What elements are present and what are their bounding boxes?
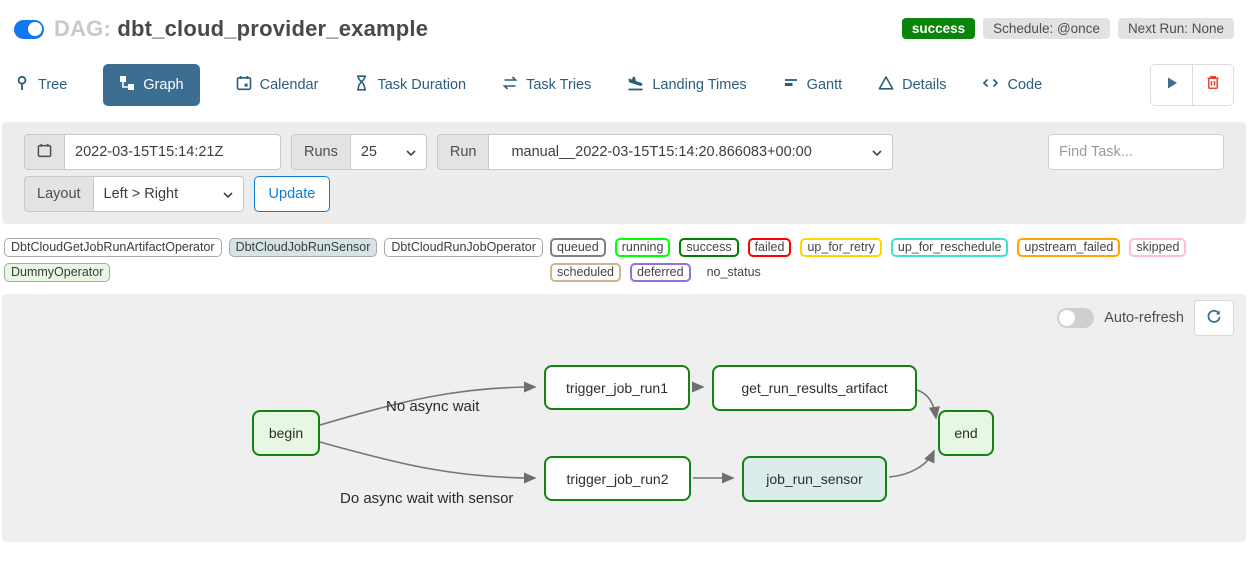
trigger-dag-button[interactable] (1151, 65, 1192, 105)
repeat-icon (502, 75, 518, 95)
tab-task-duration[interactable]: Task Duration (354, 64, 466, 106)
layout-select[interactable]: Left > Right (93, 176, 244, 212)
tab-label: Landing Times (652, 77, 747, 93)
delete-dag-button[interactable] (1192, 65, 1233, 105)
base-date-calendar-button[interactable] (24, 134, 65, 170)
operator-badge[interactable]: DbtCloudJobRunSensor (228, 238, 378, 257)
tab-tree[interactable]: Tree (14, 64, 67, 106)
legend: DbtCloudGetJobRunArtifactOperator DbtClo… (4, 238, 1244, 282)
task-node-begin[interactable]: begin (252, 410, 320, 456)
calendar-icon (236, 75, 252, 95)
graph-icon (119, 75, 135, 95)
tab-label: Task Tries (526, 77, 592, 93)
run-label: Run (436, 134, 490, 170)
tab-details[interactable]: Details (878, 64, 946, 106)
filter-bar: Runs 25 Run manual__2022-03-15T15:14:20.… (2, 122, 1246, 224)
runs-label: Runs (291, 134, 351, 170)
tab-landing-times[interactable]: Landing Times (627, 64, 747, 106)
base-date-group (24, 134, 281, 170)
dag-title-prefix: DAG: (54, 16, 112, 41)
chevron-down-icon (222, 186, 233, 202)
plane-landing-icon (627, 75, 644, 95)
auto-refresh-label: Auto-refresh (1104, 310, 1184, 326)
toggle-knob (1059, 310, 1076, 326)
update-button[interactable]: Update (253, 176, 331, 212)
run-group: Run manual__2022-03-15T15:14:20.866083+0… (436, 134, 894, 170)
num-runs-value: 25 (360, 144, 377, 160)
state-badge-no-status: no_status (706, 265, 761, 279)
operator-badge[interactable]: DummyOperator (4, 263, 111, 282)
toggle-knob (27, 22, 42, 36)
chevron-down-icon (406, 144, 416, 160)
state-badge-scheduled[interactable]: scheduled (550, 263, 621, 282)
schedule-badge[interactable]: Schedule: @once (983, 18, 1110, 39)
base-date-input[interactable] (65, 134, 281, 170)
page-title: DAG: dbt_cloud_provider_example (54, 16, 428, 42)
refresh-icon (1206, 308, 1222, 329)
state-badge-failed[interactable]: failed (747, 238, 792, 257)
dag-name: dbt_cloud_provider_example (117, 16, 429, 41)
tab-task-tries[interactable]: Task Tries (502, 64, 591, 106)
state-badge-running[interactable]: running (614, 238, 671, 257)
auto-refresh-toggle[interactable] (1057, 308, 1095, 328)
tab-label: Gantt (806, 77, 843, 93)
operator-badge[interactable]: DbtCloudRunJobOperator (384, 238, 543, 257)
layout-value: Left > Right (103, 186, 179, 202)
code-icon (982, 75, 999, 95)
tab-label: Calendar (259, 77, 319, 93)
state-badge-queued[interactable]: queued (550, 238, 606, 257)
task-node-trigger-job-run2[interactable]: trigger_job_run2 (544, 456, 691, 501)
dag-actions (1150, 64, 1234, 106)
run-select[interactable]: manual__2022-03-15T15:14:20.866083+00:00 (489, 134, 894, 170)
edge-label-do-async-wait: Do async wait with sensor (340, 490, 514, 507)
state-badge-deferred[interactable]: deferred (630, 263, 691, 282)
play-icon (1165, 76, 1179, 95)
status-badge: success (901, 18, 976, 39)
trash-icon (1205, 74, 1221, 96)
dag-pause-toggle[interactable] (14, 19, 44, 39)
tab-code[interactable]: Code (982, 64, 1042, 106)
tab-label: Tree (38, 77, 68, 93)
tab-label: Graph (143, 77, 184, 93)
next-run-badge: Next Run: None (1117, 18, 1234, 39)
calendar-icon (37, 143, 52, 162)
tab-calendar[interactable]: Calendar (236, 64, 319, 106)
tab-label: Code (1007, 77, 1043, 93)
operator-badge[interactable]: DbtCloudGetJobRunArtifactOperator (4, 238, 222, 257)
hourglass-icon (354, 75, 369, 95)
task-node-get-run-results-artifact[interactable]: get_run_results_artifact (712, 365, 917, 411)
task-node-end[interactable]: end (938, 410, 994, 456)
graph-canvas[interactable]: Auto-refresh No async wait Do async wait… (2, 294, 1246, 542)
view-tabs-row: Tree Graph Calendar Task Duration Task T… (14, 64, 1234, 106)
triangle-icon (878, 75, 894, 95)
tab-graph[interactable]: Graph (103, 64, 200, 106)
run-value: manual__2022-03-15T15:14:20.866083+00:00 (511, 144, 812, 160)
num-runs-group: Runs 25 (291, 134, 427, 170)
layout-label: Layout (24, 176, 94, 212)
tree-icon (14, 75, 30, 95)
task-node-job-run-sensor[interactable]: job_run_sensor (742, 456, 887, 502)
state-badge-skipped[interactable]: skipped (1129, 238, 1187, 257)
refresh-button[interactable] (1194, 300, 1234, 336)
state-badge-upstream-failed[interactable]: upstream_failed (1017, 238, 1121, 257)
state-badge-up-for-retry[interactable]: up_for_retry (800, 238, 882, 257)
tab-label: Details (902, 77, 947, 93)
chevron-down-icon (872, 144, 883, 160)
dag-header: DAG: dbt_cloud_provider_example success … (0, 0, 1248, 42)
gantt-icon (783, 75, 799, 95)
task-node-trigger-job-run1[interactable]: trigger_job_run1 (544, 365, 690, 410)
state-legend: queued running success failed up_for_ret… (550, 238, 1244, 282)
num-runs-select[interactable]: 25 (350, 134, 427, 170)
state-badge-success[interactable]: success (679, 238, 739, 257)
tab-gantt[interactable]: Gantt (783, 64, 842, 106)
tab-label: Task Duration (377, 77, 467, 93)
layout-group: Layout Left > Right (24, 176, 244, 212)
find-task-input[interactable] (1048, 134, 1224, 170)
edge-label-no-async-wait: No async wait (386, 398, 480, 415)
state-badge-up-for-reschedule[interactable]: up_for_reschedule (890, 238, 1009, 257)
operator-legend: DbtCloudGetJobRunArtifactOperator DbtClo… (4, 238, 550, 282)
